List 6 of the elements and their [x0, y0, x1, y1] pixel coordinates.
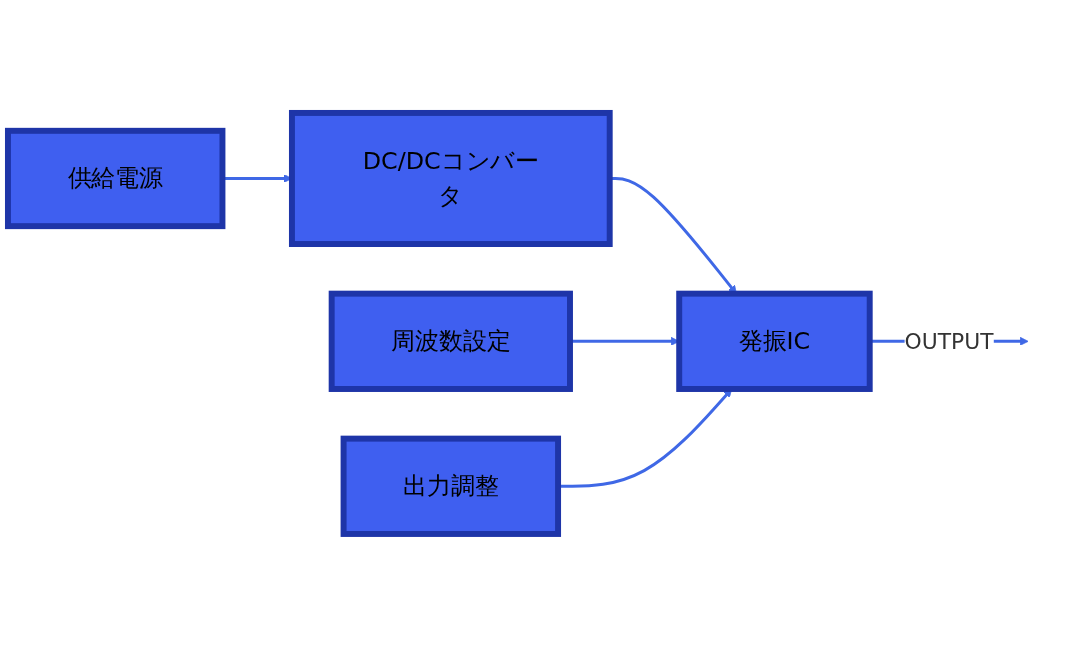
node-box: DC/DCコンバータ: [288, 109, 613, 247]
node-box: 周波数設定: [328, 290, 573, 392]
node-box: 出力調整: [340, 435, 562, 537]
edge-label: OUTPUT: [904, 328, 994, 354]
node-box: 供給電源: [5, 127, 226, 229]
node-box: 発振IC: [676, 290, 873, 392]
